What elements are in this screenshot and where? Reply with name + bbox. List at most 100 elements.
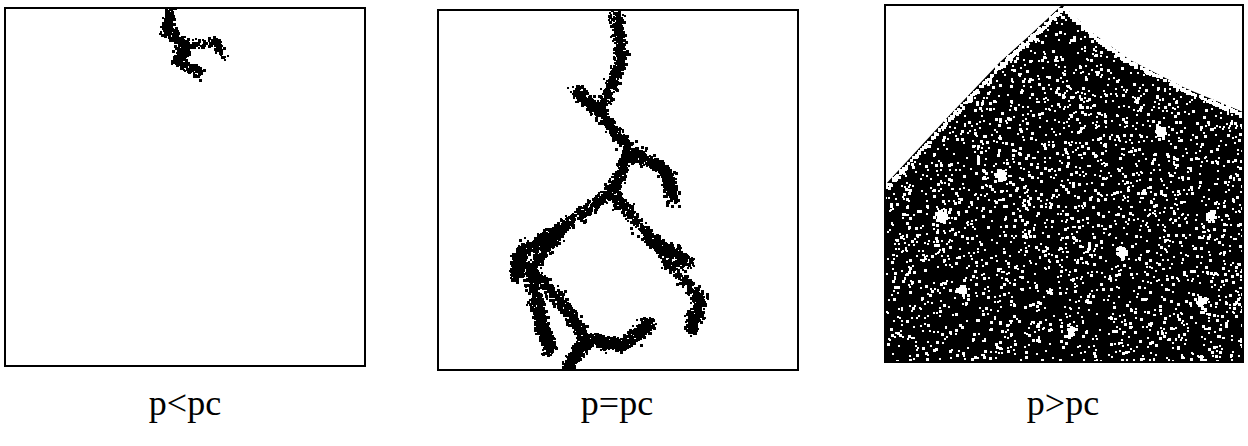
cluster-site — [172, 40, 174, 42]
cluster-site — [614, 27, 616, 29]
cluster-site — [625, 140, 627, 142]
cluster-site — [625, 64, 627, 66]
cluster-site — [182, 63, 184, 65]
cluster-site — [622, 173, 624, 175]
cluster-site — [613, 91, 615, 93]
cluster-site — [610, 85, 612, 87]
cluster-site — [587, 201, 590, 204]
cluster-site — [621, 140, 623, 142]
cluster-site — [565, 215, 567, 217]
cluster-site — [611, 126, 613, 128]
cluster-site — [613, 185, 615, 187]
cluster-site — [223, 47, 226, 50]
cluster-site — [602, 116, 604, 118]
cluster-site — [606, 128, 608, 130]
cluster-site — [600, 88, 602, 90]
cluster-site — [595, 208, 598, 211]
cluster-site — [196, 69, 199, 72]
cluster-site — [583, 205, 585, 207]
cluster-site — [615, 148, 618, 151]
cluster-site — [616, 62, 619, 65]
cluster-site — [613, 82, 615, 84]
cluster-site — [607, 83, 610, 86]
cluster-site — [568, 222, 570, 224]
cluster-site — [609, 90, 611, 92]
cluster-site — [612, 69, 615, 72]
cluster-site — [625, 158, 627, 160]
cluster-site — [171, 15, 174, 18]
cluster-site — [622, 14, 624, 16]
cluster-site — [619, 162, 622, 165]
cluster-site — [618, 167, 620, 169]
cluster-site — [216, 42, 218, 44]
cluster-site — [563, 220, 565, 222]
cluster-site — [613, 125, 615, 127]
cluster-site — [562, 225, 564, 227]
cluster-site — [612, 85, 615, 88]
cluster-site — [617, 135, 619, 137]
cluster-site — [628, 53, 631, 56]
cluster-site — [590, 206, 592, 208]
cluster-site — [622, 131, 624, 133]
cluster-site — [621, 154, 624, 157]
cluster-site — [619, 14, 621, 16]
cluster-site — [622, 27, 624, 29]
cluster-site — [613, 65, 616, 68]
cluster-site — [180, 57, 182, 59]
cluster-site — [611, 74, 614, 77]
cluster-site — [619, 75, 622, 78]
cluster-site — [605, 188, 607, 190]
cluster-site — [605, 121, 607, 123]
cluster-site — [621, 72, 624, 75]
small-cluster — [159, 6, 229, 82]
cluster-site — [607, 113, 609, 115]
cluster-site — [615, 14, 617, 16]
cluster-site — [611, 129, 613, 131]
cluster-site — [592, 198, 595, 201]
cluster-site — [215, 52, 217, 54]
cluster-site — [574, 211, 576, 213]
cluster-site — [181, 44, 183, 46]
cluster-site — [203, 40, 206, 43]
cluster-site — [622, 129, 624, 131]
cluster-site — [617, 18, 619, 20]
cluster-site — [178, 47, 180, 49]
cluster-site — [614, 42, 616, 44]
cluster-site — [179, 45, 181, 47]
cluster-site — [175, 58, 178, 61]
cluster-site — [606, 80, 608, 82]
cluster-site — [613, 56, 615, 58]
cluster-site — [219, 50, 222, 53]
cluster-site — [171, 63, 173, 65]
cluster-site — [184, 36, 186, 38]
cluster-site — [614, 188, 616, 190]
cluster-site — [608, 116, 610, 118]
cluster-site — [587, 209, 589, 211]
cluster-site — [181, 50, 183, 52]
cluster-site — [610, 95, 612, 97]
cluster-site — [165, 29, 168, 32]
cluster-site — [610, 124, 612, 126]
cluster-site — [602, 98, 605, 101]
cluster-site — [599, 199, 602, 202]
cluster-site — [608, 19, 610, 21]
cluster-site — [208, 37, 211, 40]
cluster-site — [614, 38, 617, 41]
cluster-site — [611, 176, 613, 178]
cluster-site — [176, 30, 179, 33]
cluster-site — [184, 70, 186, 72]
cluster-site — [613, 52, 615, 54]
cluster-site — [220, 41, 222, 43]
cluster-site — [616, 80, 618, 82]
cluster-site — [180, 67, 183, 70]
cluster-site — [619, 188, 621, 190]
cluster-site — [180, 48, 182, 50]
cluster-site — [625, 41, 627, 43]
cluster-site — [602, 198, 605, 201]
cluster-site — [610, 87, 612, 89]
cluster-site — [186, 67, 188, 69]
cluster-site — [617, 173, 619, 175]
cluster-site — [600, 191, 602, 193]
cluster-site — [595, 201, 597, 203]
cluster-site — [580, 213, 583, 216]
